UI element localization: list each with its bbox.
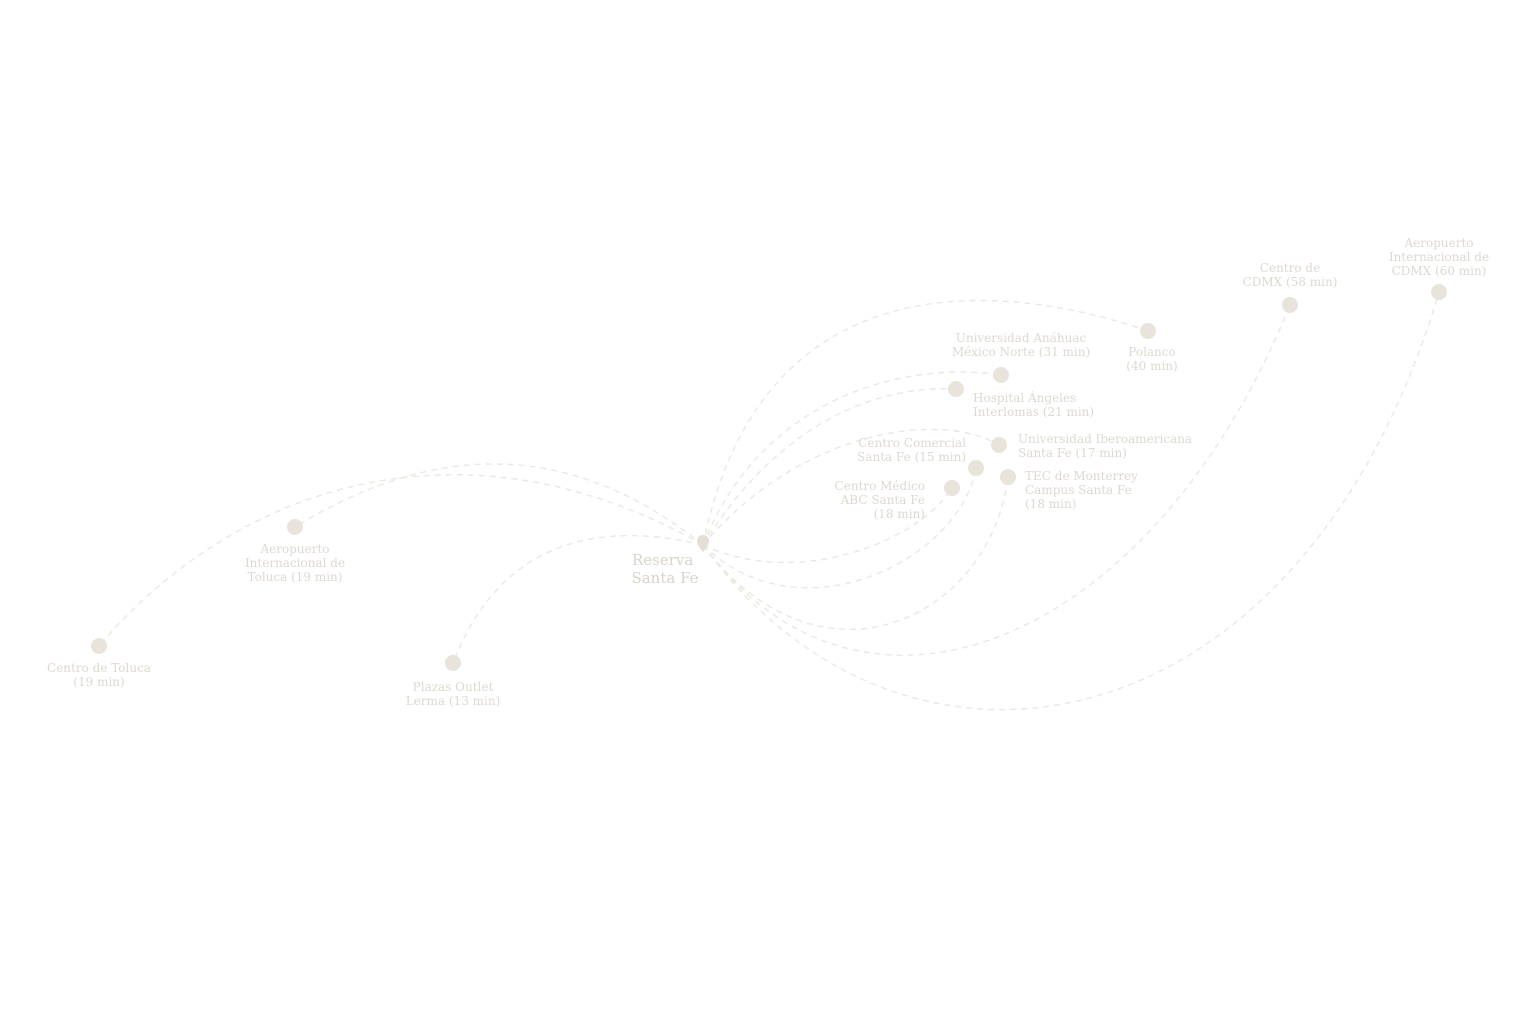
poi-dot-plazas-outlet-lerma — [445, 655, 461, 671]
poi-label-line: (19 min) — [73, 675, 124, 689]
poi-label-line: Interlomas (21 min) — [973, 405, 1094, 419]
poi-dot-aeropuerto-toluca — [287, 519, 303, 535]
route-line-centro-comercial-santa-fe — [702, 467, 977, 589]
route-line-polanco — [702, 299, 1149, 546]
poi-dot-centro-medico-abc — [944, 480, 960, 496]
poi-label-line: Santa Fe (15 min) — [857, 450, 966, 464]
poi-label-line: CDMX (60 min) — [1392, 264, 1487, 278]
origin-name-line: Santa Fe — [631, 569, 698, 587]
poi-label-line: Lerma (13 min) — [406, 694, 501, 708]
poi-label-line: Centro de — [1260, 261, 1320, 275]
poi-label-line: Centro de Toluca — [47, 661, 151, 675]
poi-label-line: Universidad Anáhuac — [956, 331, 1087, 345]
poi-label-line: Hospital Ángeles — [973, 390, 1076, 405]
poi-label-line: Plazas Outlet — [413, 680, 494, 694]
route-line-universidad-anahuac — [702, 371, 1002, 546]
poi-label-line: Aeropuerto — [259, 542, 329, 556]
route-line-aeropuerto-cdmx — [702, 291, 1440, 711]
poi-label-line: Universidad Iberoamericana — [1018, 432, 1192, 446]
origin-name-line: Reserva — [632, 551, 693, 569]
poi-label-line: TEC de Monterrey — [1025, 469, 1138, 483]
routes-layer — [98, 291, 1440, 711]
route-line-hospital-angeles — [702, 388, 957, 546]
poi-label-centro-toluca: Centro de Toluca(19 min) — [47, 661, 151, 689]
route-line-centro-medico-abc — [702, 487, 953, 564]
poi-label-line: (40 min) — [1126, 359, 1177, 373]
poi-label-line: ABC Santa Fe — [840, 493, 925, 507]
poi-label-line: México Norte (31 min) — [952, 345, 1090, 359]
poi-dot-hospital-angeles — [948, 381, 964, 397]
poi-dot-universidad-iberoamericana — [991, 437, 1007, 453]
poi-dot-aeropuerto-cdmx — [1431, 284, 1447, 300]
poi-label-polanco: Polanco(40 min) — [1126, 345, 1177, 373]
poi-dot-universidad-anahuac — [993, 367, 1009, 383]
poi-label-line: Internacional de — [1389, 250, 1489, 264]
dots-layer — [91, 284, 1447, 671]
origin: Reserva Santa Fe — [631, 535, 709, 587]
poi-dot-centro-cdmx — [1282, 297, 1298, 313]
poi-label-line: Campus Santa Fe — [1025, 483, 1132, 497]
poi-label-line: Aeropuerto — [1403, 236, 1473, 250]
poi-label-line: (18 min) — [1025, 497, 1076, 511]
poi-label-line: Santa Fe (17 min) — [1018, 446, 1127, 460]
poi-dot-centro-toluca — [91, 638, 107, 654]
poi-label-line: Centro Comercial — [858, 436, 966, 450]
location-pin-icon — [697, 535, 709, 552]
origin-name: Reserva Santa Fe — [631, 551, 698, 587]
poi-label-line: (18 min) — [874, 507, 925, 521]
route-line-plazas-outlet-lerma — [452, 534, 704, 664]
poi-dot-polanco — [1140, 323, 1156, 339]
poi-label-line: Toluca (19 min) — [248, 570, 343, 584]
poi-label-line: Polanco — [1128, 345, 1175, 359]
poi-label-line: CDMX (58 min) — [1243, 275, 1338, 289]
poi-label-line: Centro Médico — [835, 479, 925, 493]
route-line-centro-toluca — [98, 474, 704, 647]
poi-dot-centro-comercial-santa-fe — [968, 460, 984, 476]
route-line-aeropuerto-toluca — [294, 463, 704, 546]
route-line-universidad-iberoamericana — [702, 428, 1000, 546]
poi-dot-tec-monterrey — [1000, 469, 1016, 485]
poi-label-line: Internacional de — [245, 556, 345, 570]
